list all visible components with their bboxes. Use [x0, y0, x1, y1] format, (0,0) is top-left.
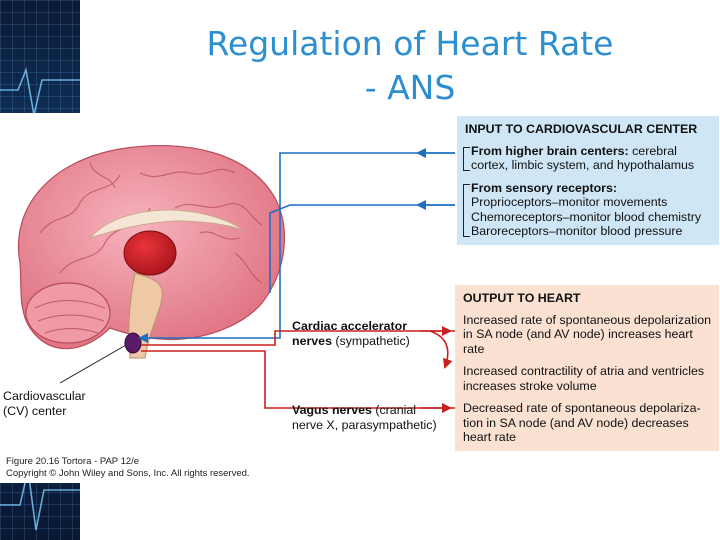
brain-illustration	[18, 144, 286, 359]
slide-title-line2: - ANS	[364, 68, 456, 107]
accelerator-nerves-type: (sympathetic)	[331, 333, 410, 348]
cv-center-label: Cardiovascular (CV) center	[3, 389, 86, 418]
credit-line-2: Copyright © John Wiley and Sons, Inc. Al…	[6, 468, 250, 479]
higher-centers-text: cerebral cortex, limbic system, and hypo…	[471, 143, 695, 173]
higher-centers-label: From higher brain centers:	[471, 143, 629, 158]
sensory-line-2: Chemoreceptors–monitor blood chemistry	[471, 209, 702, 224]
input-to-cv-center-box: INPUT TO CARDIOVASCULAR CENTER From high…	[455, 116, 719, 245]
figure: INPUT TO CARDIOVASCULAR CENTER From high…	[0, 113, 720, 483]
vagus-nerves-type: (cranial nerve X, parasympathetic)	[292, 403, 437, 432]
output-to-heart-box: OUTPUT TO HEART Increased rate of sponta…	[455, 285, 719, 451]
input-higher-centers: From higher brain centers: cerebral cort…	[463, 143, 711, 173]
vagus-nerves-label: Vagus nerves (cranial nerve X, parasympa…	[292, 403, 442, 432]
accelerator-nerves-label: Cardiac accelerator nerves (sympathetic)	[292, 319, 442, 348]
sensory-receptors-label: From sensory receptors:	[471, 180, 617, 195]
output-box-heading: OUTPUT TO HEART	[463, 291, 581, 305]
figure-credit: Figure 20.16 Tortora - PAP 12/e Copyrigh…	[6, 456, 250, 480]
slide-title: Regulation of Heart Rate - ANS	[160, 22, 660, 110]
accelerator-nerves-name: Cardiac accelerator nerves	[292, 319, 408, 348]
sensory-line-3: Baroreceptors–monitor blood pressure	[471, 224, 683, 238]
output-item-3: Decreased rate of spontaneous depolariza…	[463, 401, 701, 444]
input-box-heading: INPUT TO CARDIOVASCULAR CENTER	[465, 122, 698, 136]
slide-title-line1: Regulation of Heart Rate	[206, 24, 614, 63]
input-arrows	[138, 148, 455, 343]
input-sensory-receptors: From sensory receptors: Proprioceptors–m…	[463, 180, 711, 239]
sensory-line-1: Proprioceptors–monitor movements	[471, 195, 668, 209]
credit-line-1: Figure 20.16 Tortora - PAP 12/e	[6, 456, 140, 467]
vagus-nerves-name: Vagus nerves	[292, 403, 372, 417]
cv-center-pointer	[59, 344, 127, 384]
regulation-diagram	[18, 144, 455, 413]
cv-center-marker	[124, 332, 142, 354]
output-arrows	[141, 326, 455, 413]
output-item-2: Increased contractility of atria and ven…	[463, 364, 705, 393]
output-item-1: Increased rate of spontaneous depolariza…	[463, 312, 711, 356]
